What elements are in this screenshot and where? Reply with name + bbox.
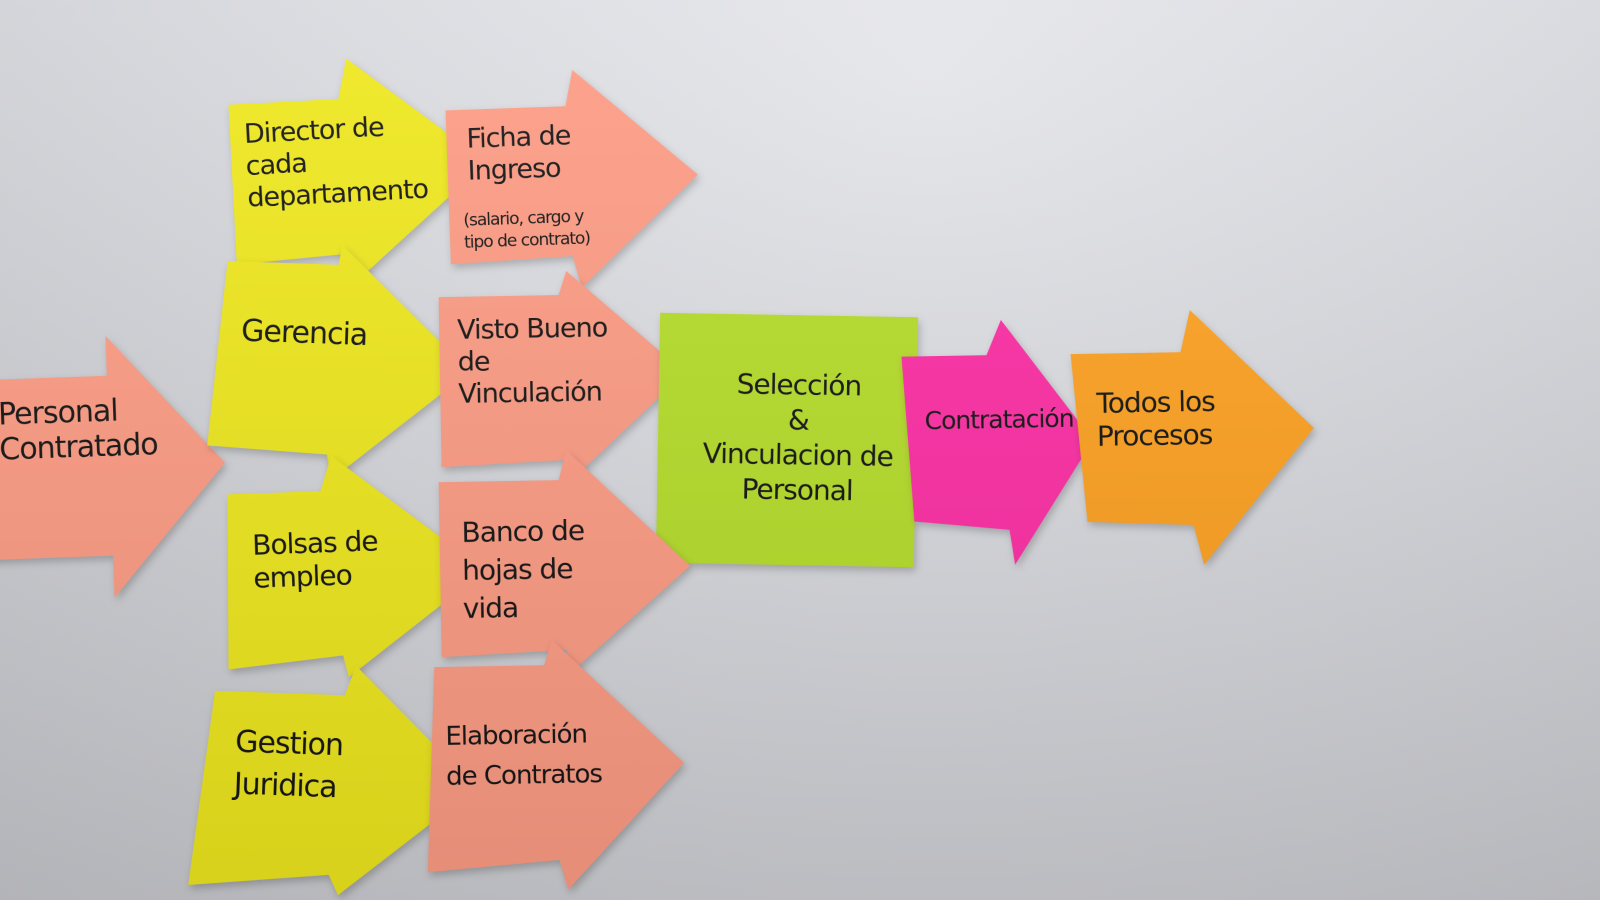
note-text: Visto Bueno de Vinculación <box>456 312 608 410</box>
note-text: Elaboración de Contratos <box>445 719 603 793</box>
note-text: Todos los Procesos <box>1096 384 1216 453</box>
note-gerencia: Gerencia <box>206 245 474 485</box>
note-elaboracion-contratos: Elaboración de Contratos <box>424 640 686 892</box>
note-bolsas-empleo: Bolsas de empleo <box>221 451 489 682</box>
note-subtext: (salario, cargo y tipo de contrato) <box>463 206 591 253</box>
note-director: Director de cada departamento <box>226 51 492 286</box>
arrow-shape <box>438 449 691 670</box>
note-text: Director de cada departamento <box>243 111 429 214</box>
note-text: Selección & Vinculacion de Personal <box>702 367 894 508</box>
arrow-shape <box>188 665 477 896</box>
note-text: Contratación <box>924 403 1074 436</box>
arrow-shape <box>438 270 685 480</box>
note-personal-contratado: Personal Contratado <box>0 332 229 602</box>
arrow-shape <box>1070 310 1314 565</box>
note-contratacion: Contratación <box>901 318 1095 566</box>
note-ficha-ingreso: Ficha de Ingreso (salario, cargo y tipo … <box>444 66 701 293</box>
arrow-shape <box>207 245 470 480</box>
note-text: Banco de hojas de vida <box>461 513 585 625</box>
note-visto-bueno: Visto Bueno de Vinculación <box>438 270 686 480</box>
note-gestion-juridica: Gestion Juridica <box>188 660 481 900</box>
arrow-shape <box>227 455 486 678</box>
arrow-shape <box>901 319 1093 565</box>
note-text: Bolsas de empleo <box>251 524 379 595</box>
note-text: Personal Contratado <box>0 393 159 468</box>
arrow-shape <box>445 69 698 288</box>
arrow-shape <box>427 640 684 890</box>
arrow-shape <box>228 58 487 281</box>
arrow-shape <box>0 335 225 598</box>
note-seleccion-vinculacion: Selección & Vinculacion de Personal <box>655 312 919 568</box>
note-text: Gerencia <box>240 313 368 353</box>
note-text: Gestion Juridica <box>233 724 344 806</box>
note-text: Ficha de Ingreso <box>466 120 571 187</box>
square-shape <box>655 312 919 568</box>
note-banco-hojas: Banco de hojas de vida <box>438 448 692 672</box>
note-todos-procesos: Todos los Procesos <box>1070 308 1316 567</box>
